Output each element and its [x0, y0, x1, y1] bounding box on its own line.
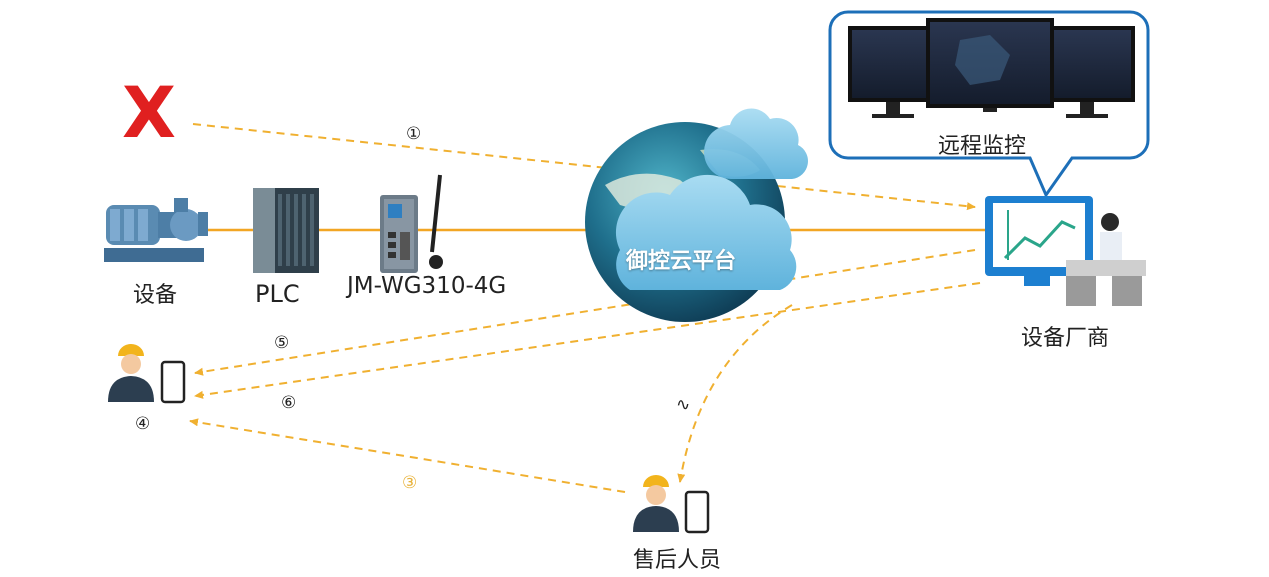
- label-cloud-platform: 御控云平台: [626, 249, 737, 274]
- phone-aftersales-icon: [684, 490, 710, 534]
- flow-5: [194, 249, 976, 376]
- dashed-flows: [189, 123, 981, 493]
- flow-6: [194, 282, 981, 399]
- pump-icon: [104, 198, 208, 262]
- monitor-center: [926, 18, 1054, 112]
- cloud-platform-icon: [585, 108, 808, 322]
- gateway-icon: [380, 174, 443, 273]
- step-4: ④: [135, 414, 151, 434]
- flow-1: [192, 123, 976, 211]
- label-plc: PLC: [255, 280, 300, 308]
- remote-monitor-bubble: [828, 10, 1150, 199]
- label-device: 设备: [133, 283, 178, 308]
- flow-2: [677, 304, 793, 483]
- step-5: ⑤: [274, 333, 290, 353]
- step-2: ∿: [676, 395, 691, 415]
- monitor-left: [848, 26, 940, 118]
- label-vendor: 设备厂商: [1021, 326, 1110, 351]
- vendor-workstation-icon: [985, 196, 1146, 306]
- step-3: ③: [402, 473, 418, 493]
- plc-icon: [253, 188, 319, 273]
- monitor-right: [1045, 26, 1135, 118]
- phone-left-icon: [160, 360, 186, 404]
- worker-aftersales-icon: [633, 475, 679, 532]
- label-gateway: JM-WG310-4G: [347, 273, 507, 299]
- flow-3: [189, 418, 626, 493]
- label-aftersales: 售后人员: [633, 548, 722, 573]
- step-6: ⑥: [281, 393, 297, 413]
- fault-mark: X: [122, 72, 176, 154]
- worker-left-icon: [108, 344, 154, 402]
- step-1: ①: [406, 124, 422, 144]
- label-remote-monitoring: 远程监控: [938, 134, 1027, 159]
